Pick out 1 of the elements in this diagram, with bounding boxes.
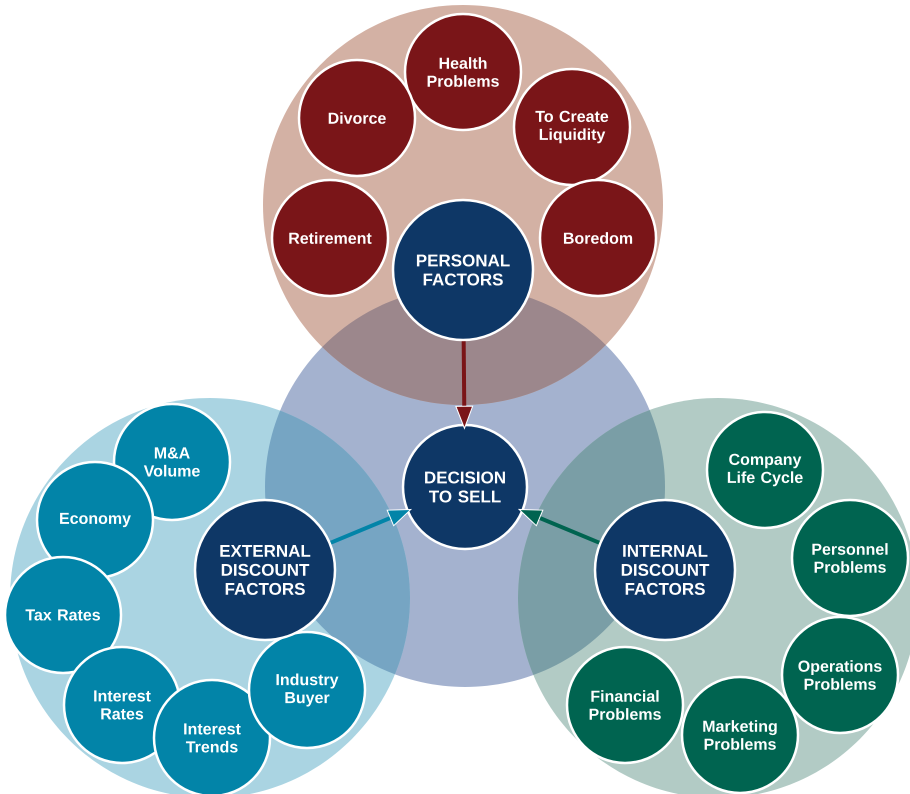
node-label: Interest Rates [94, 690, 151, 720]
